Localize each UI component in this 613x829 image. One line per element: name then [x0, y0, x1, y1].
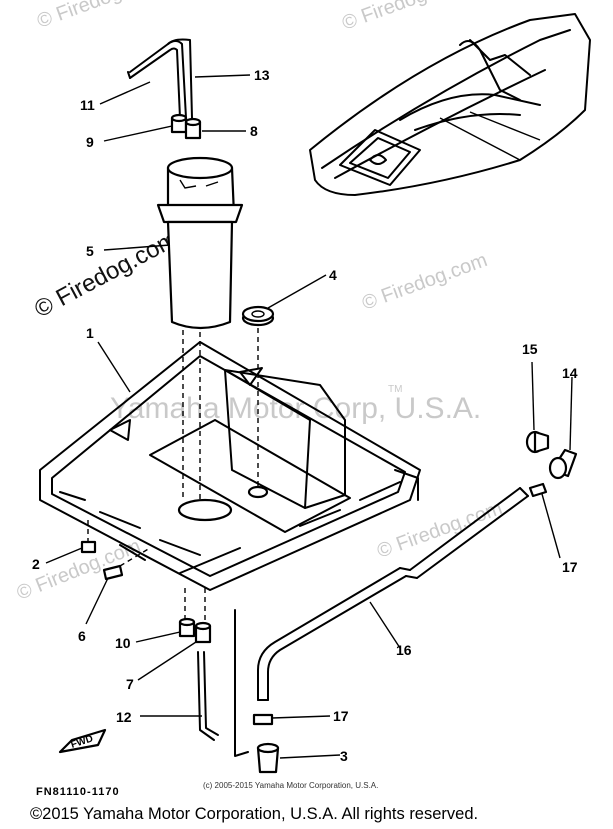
callout-10: 10 [115, 635, 131, 651]
callout-17-hose: 17 [562, 559, 578, 575]
parts-7-10-caps [178, 588, 212, 644]
callout-4: 4 [329, 267, 337, 283]
watermark-trademark: TM [388, 384, 402, 395]
parts-8-9-caps [170, 113, 202, 140]
watermark-firedog-top-right: © Firedog.com [339, 0, 470, 35]
callout-2: 2 [32, 556, 40, 572]
callout-17-lower: 17 [333, 708, 349, 724]
watermark-firedog-right: © Firedog.com [359, 249, 490, 315]
callout-1: 1 [86, 325, 94, 341]
drawing-code: FN81110-1170 [36, 786, 120, 798]
watermark-layer: © Firedog © Firedog.com © Firedog.com © … [14, 0, 506, 605]
part-12-hose [197, 651, 219, 741]
part-4-grommet [241, 305, 275, 488]
forward-arrow: FWD [58, 728, 107, 754]
callout-15: 15 [522, 341, 538, 357]
callout-11: 11 [80, 97, 95, 113]
callout-8: 8 [250, 123, 258, 139]
callout-labels: 1 2 3 4 5 6 7 8 9 10 11 12 13 14 15 16 1… [32, 67, 578, 764]
callout-6: 6 [78, 628, 86, 644]
part-11-13-hose [127, 38, 193, 119]
part-2-bolt [80, 520, 97, 554]
callout-12: 12 [116, 709, 132, 725]
callout-14: 14 [562, 365, 578, 381]
part-6-bolt [102, 547, 151, 581]
watermark-firedog-middle: © Firedog.com [30, 225, 182, 323]
callout-5: 5 [86, 243, 94, 259]
footer-copyright: ©2015 Yamaha Motor Corporation, U.S.A. A… [30, 805, 479, 823]
part-5-canister [156, 156, 244, 500]
part-1-tray [39, 341, 421, 591]
watermark-firedog-top-left: © Firedog [34, 0, 124, 33]
callout-9: 9 [86, 134, 94, 150]
internal-copyright: (c) 2005-2015 Yamaha Motor Corporation, … [203, 781, 379, 790]
watercraft-hull-illustration [309, 13, 591, 196]
callout-13: 13 [254, 67, 270, 83]
callout-7: 7 [126, 676, 134, 692]
leader-lines [45, 74, 573, 759]
part-16-hose [234, 487, 529, 757]
parts-14-15-17-fittings [252, 430, 578, 774]
callout-16: 16 [396, 642, 412, 658]
callout-3: 3 [340, 748, 348, 764]
